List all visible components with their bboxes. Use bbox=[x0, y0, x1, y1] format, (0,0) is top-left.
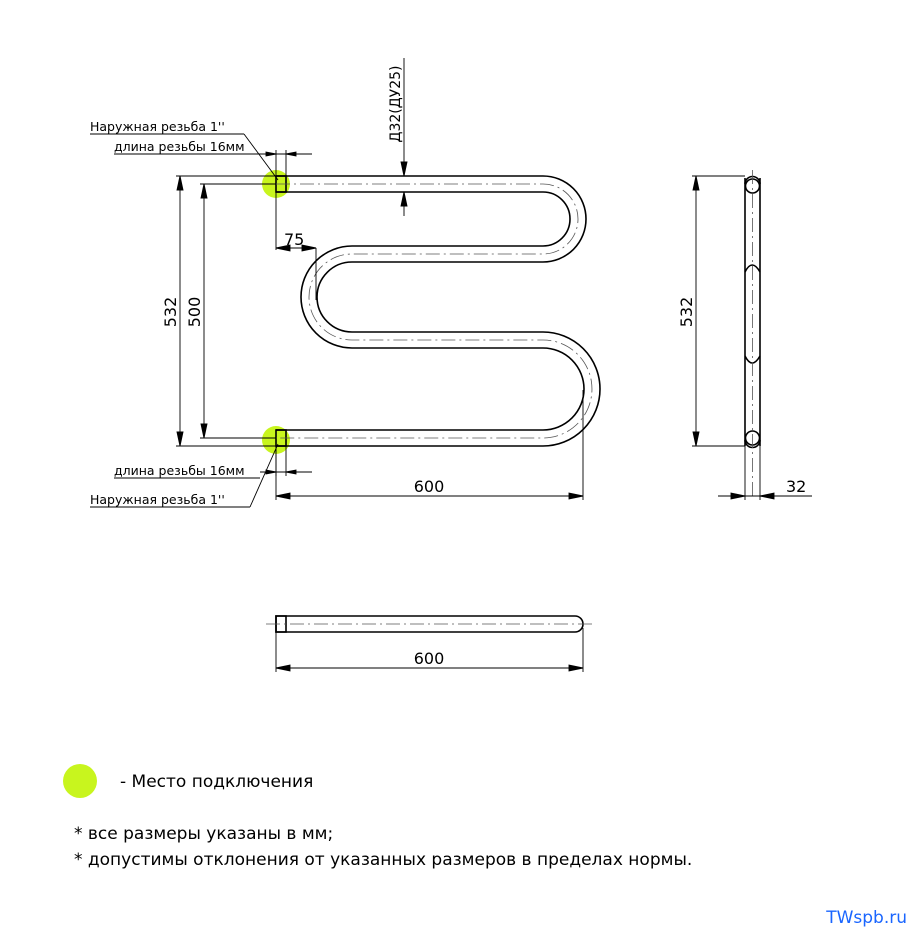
dim-600-top: 600 bbox=[414, 649, 445, 668]
dim-500: 500 bbox=[185, 297, 204, 328]
top-dimension-lines bbox=[275, 628, 584, 672]
bottom-length-note: длина резьбы 16мм bbox=[114, 463, 245, 478]
top-thread-note: Наружная резьба 1'' bbox=[90, 119, 225, 134]
front-dimension-lines bbox=[90, 58, 584, 508]
dim-32: 32 bbox=[786, 477, 806, 496]
pipe-centerline bbox=[276, 183, 593, 439]
pipe-front-view bbox=[275, 175, 601, 447]
footnote-units: * все размеры указаны в мм; bbox=[74, 824, 334, 844]
site-watermark: TWspb.ru bbox=[826, 908, 907, 928]
bottom-thread-note: Наружная резьба 1'' bbox=[90, 492, 225, 507]
footnote-tolerance: * допустимы отклонения от указанных разм… bbox=[74, 850, 693, 870]
dim-pipe-diameter: Д32(ДУ25) bbox=[388, 66, 404, 143]
legend-connection-marker bbox=[63, 764, 97, 798]
side-dimension-lines bbox=[692, 175, 812, 500]
legend-connection-label: - Место подключения bbox=[120, 772, 313, 792]
pipe-side-view bbox=[744, 175, 761, 449]
dim-75: 75 bbox=[284, 230, 304, 249]
top-length-note: длина резьбы 16мм bbox=[114, 139, 245, 154]
dim-532-side: 532 bbox=[677, 297, 696, 328]
dim-532-front: 532 bbox=[161, 297, 180, 328]
dim-600-front: 600 bbox=[414, 477, 445, 496]
